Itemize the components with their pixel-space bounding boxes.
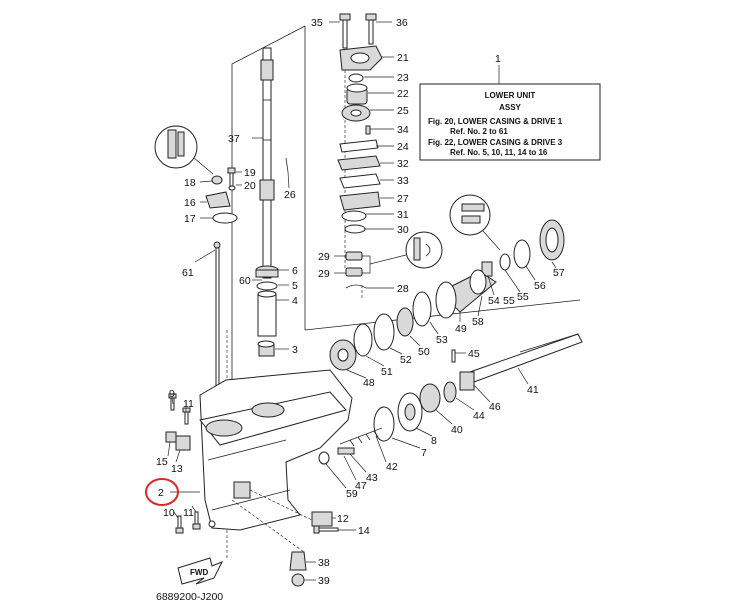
- part-label-29b[interactable]: 29: [318, 268, 330, 280]
- part-label-37[interactable]: 37: [228, 133, 240, 145]
- part-label-52[interactable]: 52: [400, 354, 412, 366]
- part-label-60[interactable]: 60: [239, 275, 251, 287]
- part-label-47[interactable]: 47: [355, 480, 367, 492]
- part-label-24[interactable]: 24: [397, 141, 409, 153]
- part-label-13[interactable]: 13: [171, 463, 183, 475]
- lower-casing: [199, 369, 353, 531]
- part-label-18[interactable]: 18: [184, 177, 196, 189]
- fwd-arrow: FWD: [177, 557, 224, 585]
- part-label-26[interactable]: 26: [284, 189, 296, 201]
- part-label-29a[interactable]: 29: [318, 251, 330, 263]
- part-label-16[interactable]: 16: [184, 197, 196, 209]
- part-label-41[interactable]: 41: [527, 384, 539, 396]
- part-label-44[interactable]: 44: [473, 410, 485, 422]
- part-label-51[interactable]: 51: [381, 366, 393, 378]
- part-label-12[interactable]: 12: [337, 513, 349, 525]
- part-label-11a[interactable]: 11: [183, 398, 194, 410]
- part-label-3[interactable]: 3: [292, 344, 298, 356]
- box-line3: Fig. 22, LOWER CASING & DRIVE 3: [428, 138, 563, 147]
- part-label-55b[interactable]: 55: [503, 295, 515, 307]
- part-label-45[interactable]: 45: [468, 348, 480, 360]
- shaft-bearings: [255, 265, 279, 357]
- part-label-38[interactable]: 38: [318, 557, 330, 569]
- part-label-49[interactable]: 49: [455, 323, 467, 335]
- part-label-48[interactable]: 48: [363, 377, 375, 389]
- part-label-53[interactable]: 53: [436, 334, 448, 346]
- part-label-55[interactable]: 55: [517, 291, 529, 303]
- part-label-8[interactable]: 8: [431, 435, 437, 447]
- part-label-40[interactable]: 40: [451, 424, 463, 436]
- assembly-info-box: 1 LOWER UNIT ASSY Fig. 20, LOWER CASING …: [419, 53, 601, 161]
- bottom-parts: [289, 511, 339, 587]
- part-label-31[interactable]: 31: [397, 209, 409, 221]
- part-label-36[interactable]: 36: [396, 17, 408, 29]
- box-line4: Ref. No. 5, 10, 11, 14 to 16: [450, 148, 548, 157]
- casing-hardware: [165, 393, 201, 534]
- part-label-30[interactable]: 30: [397, 224, 409, 236]
- ref-label-1: 1: [495, 53, 501, 65]
- part-label-57[interactable]: 57: [553, 267, 565, 279]
- part-label-10[interactable]: 10: [163, 507, 175, 519]
- part-label-50[interactable]: 50: [418, 346, 430, 358]
- part-label-32[interactable]: 32: [397, 158, 409, 170]
- box-line1: Fig. 20, LOWER CASING & DRIVE 1: [428, 117, 563, 126]
- propeller-shaft-assembly: [318, 194, 583, 465]
- part-label-33[interactable]: 33: [397, 175, 409, 187]
- box-title-line2: ASSY: [499, 103, 521, 112]
- highlight-circle[interactable]: [145, 478, 179, 506]
- part-label-59[interactable]: 59: [346, 488, 358, 500]
- part-label-35[interactable]: 35: [311, 17, 323, 29]
- part-labels: 35 36 21 23 22 25 34 24 32 33 27 31 30 2…: [156, 17, 565, 587]
- part-label-61[interactable]: 61: [182, 267, 194, 279]
- part-label-15[interactable]: 15: [156, 456, 168, 468]
- part-label-21[interactable]: 21: [397, 52, 409, 64]
- part-label-25[interactable]: 25: [397, 105, 409, 117]
- part-label-7[interactable]: 7: [421, 447, 427, 459]
- part-label-28[interactable]: 28: [397, 283, 409, 295]
- part-label-54[interactable]: 54: [488, 295, 500, 307]
- fwd-label: FWD: [190, 568, 208, 577]
- part-label-17[interactable]: 17: [184, 213, 196, 225]
- part-label-58[interactable]: 58: [472, 316, 484, 328]
- drive-shaft: [252, 47, 275, 279]
- part-label-19[interactable]: 19: [244, 167, 256, 179]
- part-label-56[interactable]: 56: [534, 280, 546, 292]
- leader-lines: [167, 21, 557, 581]
- box-title-line1: LOWER UNIT: [485, 91, 536, 100]
- part-label-46[interactable]: 46: [489, 401, 501, 413]
- part-label-20[interactable]: 20: [244, 180, 256, 192]
- part-label-9[interactable]: 9: [169, 388, 175, 400]
- part-label-39[interactable]: 39: [318, 575, 330, 587]
- part-label-5[interactable]: 5: [292, 280, 298, 292]
- part-label-34[interactable]: 34: [397, 124, 409, 136]
- part-label-4[interactable]: 4: [292, 295, 298, 307]
- diagram-code: 6889200-J200: [156, 591, 223, 603]
- part-label-2[interactable]: 2: [158, 487, 164, 499]
- water-pump-stack: [337, 13, 383, 289]
- part-label-23[interactable]: 23: [397, 72, 409, 84]
- part-label-14[interactable]: 14: [358, 525, 370, 537]
- part-label-11b[interactable]: 11: [183, 507, 194, 519]
- box-line2: Ref. No. 2 to 61: [450, 127, 508, 136]
- part-label-43[interactable]: 43: [366, 472, 378, 484]
- part-label-22[interactable]: 22: [397, 88, 409, 100]
- part-label-27[interactable]: 27: [397, 193, 409, 205]
- part-label-42[interactable]: 42: [386, 461, 398, 473]
- part-label-6[interactable]: 6: [292, 265, 298, 277]
